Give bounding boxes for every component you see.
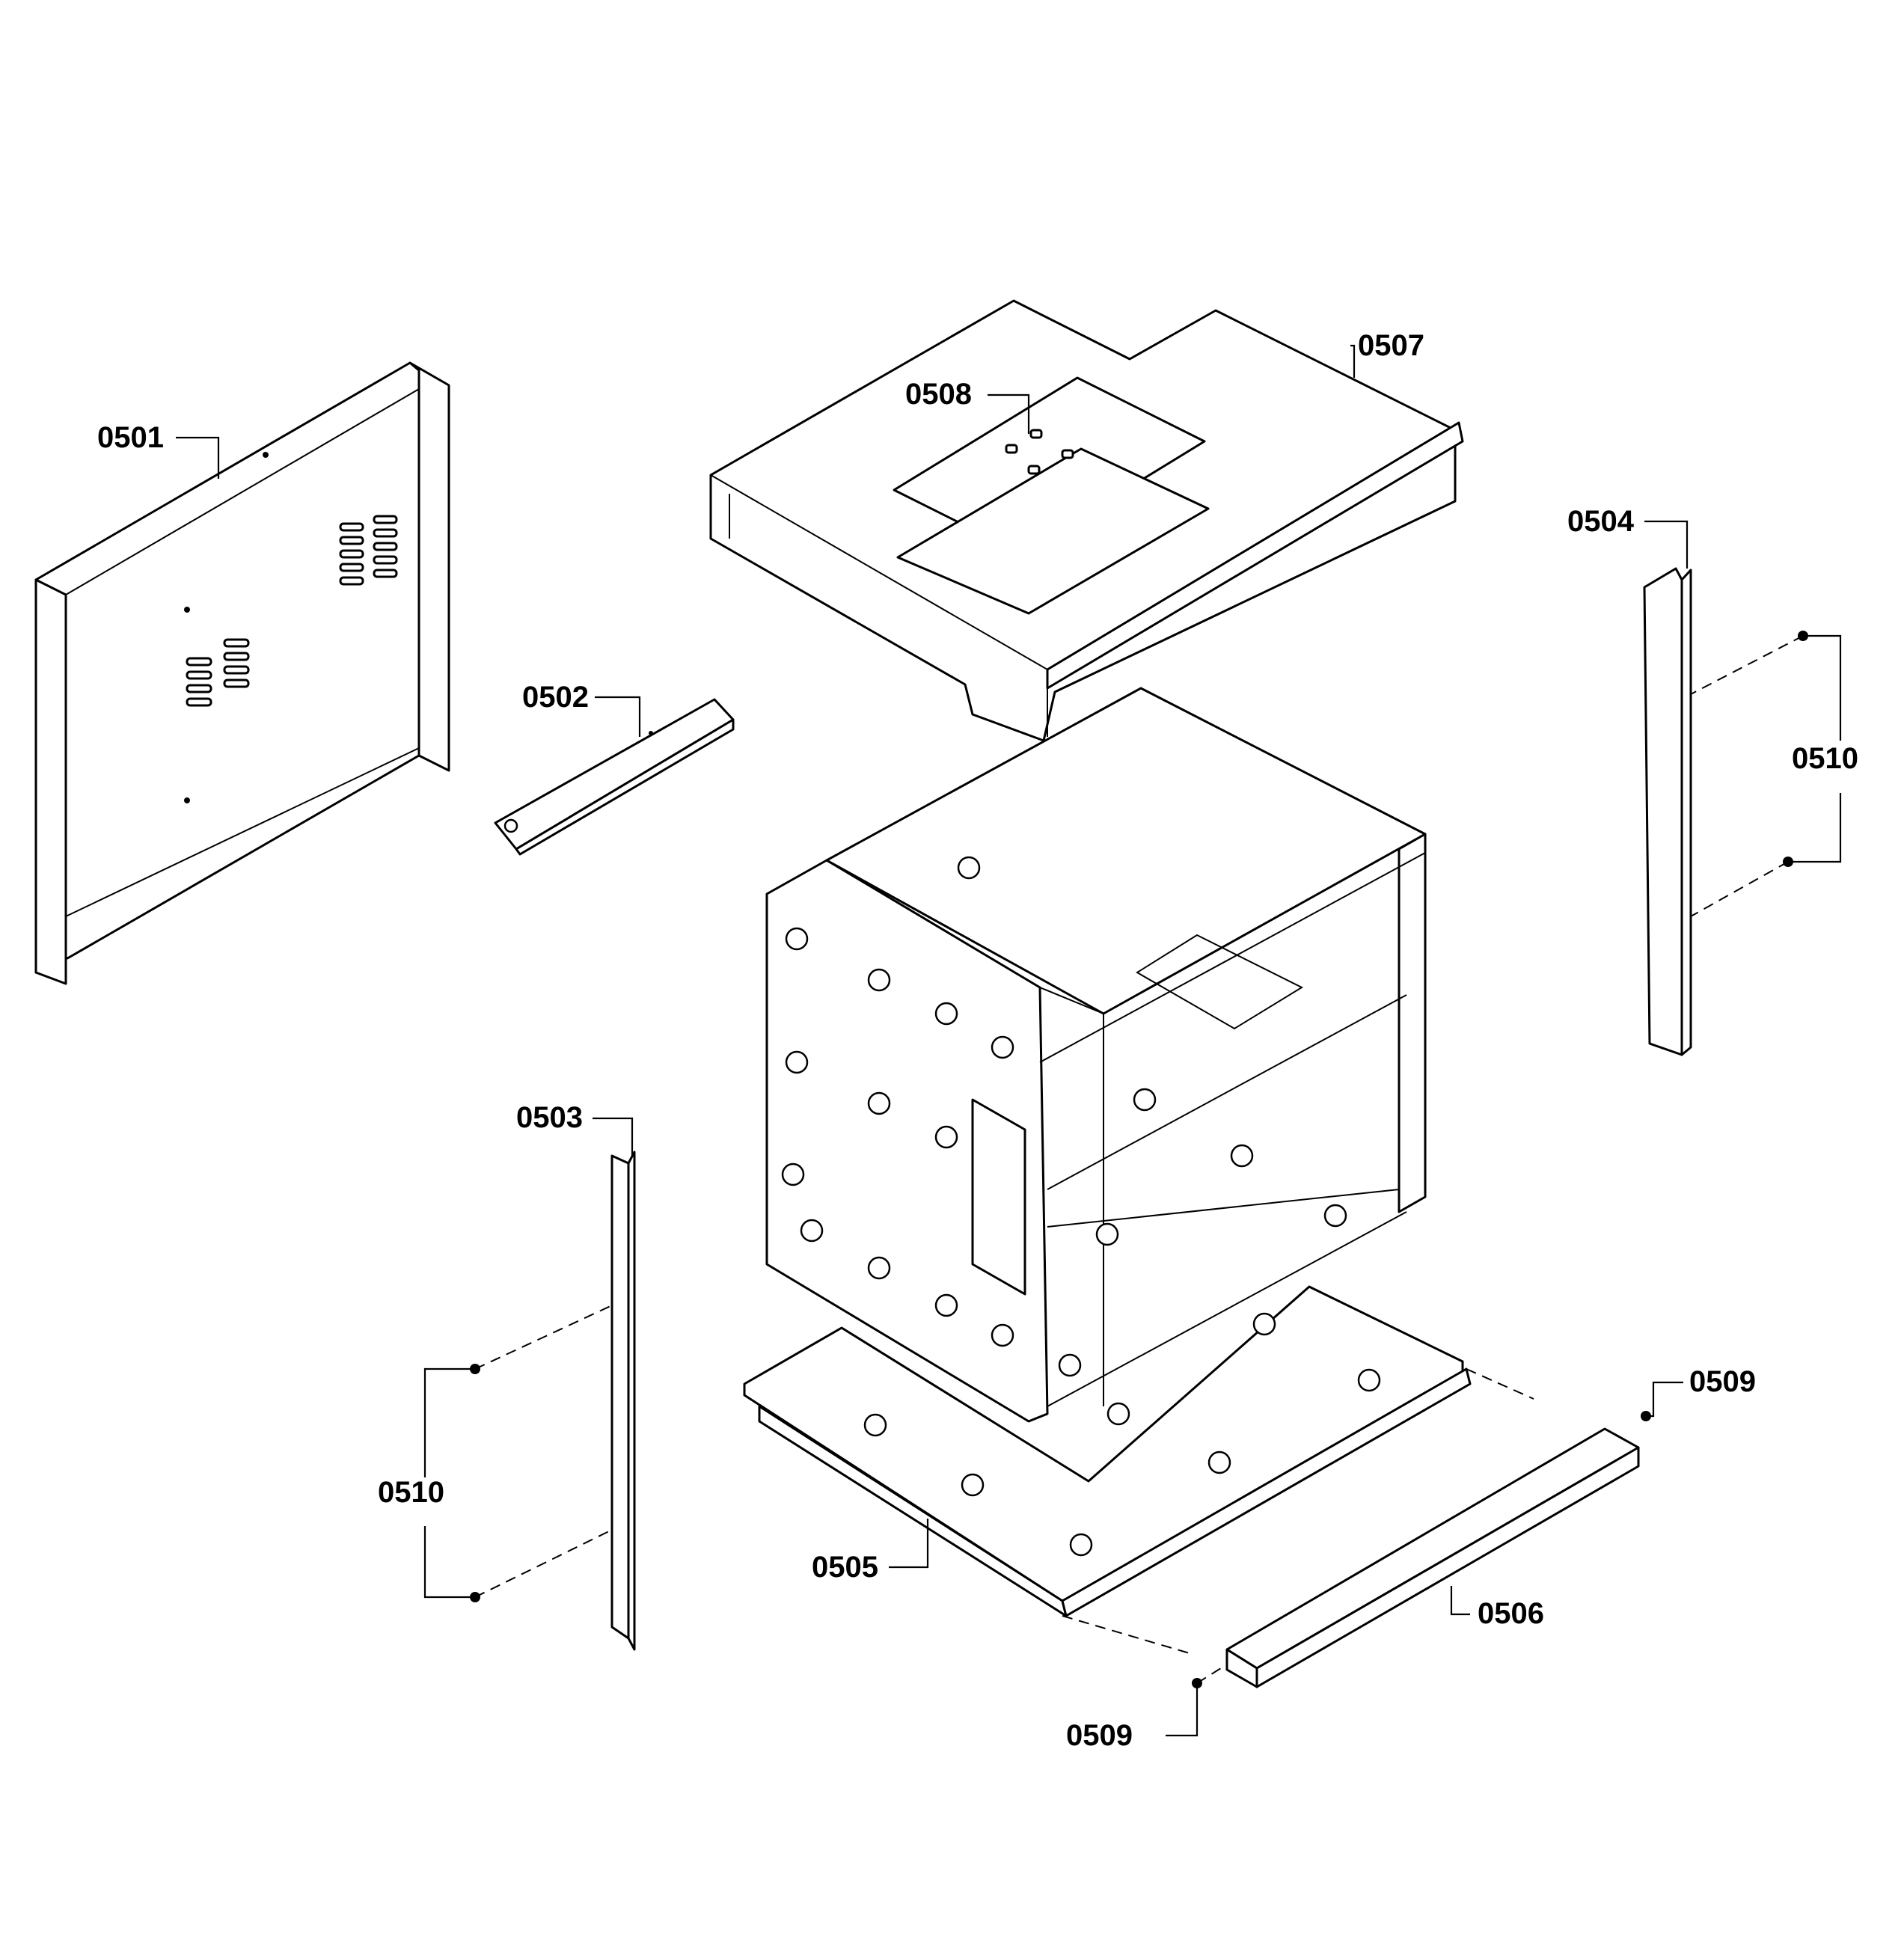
callout-0510-right: 0510 (1792, 742, 1858, 775)
callout-0508: 0508 (905, 378, 972, 411)
callout-0505: 0505 (812, 1551, 878, 1584)
part-0508-top-plate (893, 376, 1210, 615)
cavity-floor-bosses (1058, 1088, 1347, 1377)
oven-cavity-frame (765, 687, 1427, 1423)
callout-leaders (176, 344, 1842, 1737)
callout-0509-right: 0509 (1689, 1365, 1756, 1398)
callout-0502: 0502 (522, 681, 589, 714)
part-0506-front-trim (1225, 1427, 1640, 1688)
part-0503-left-strip (610, 1151, 636, 1651)
part-0502-bracket (494, 698, 735, 856)
callout-0510-left: 0510 (378, 1476, 444, 1509)
callout-0506: 0506 (1478, 1597, 1544, 1630)
part-0505-bottom-tray (743, 1285, 1472, 1617)
part-0504-right-strip (1643, 567, 1692, 1056)
cavity-side-bosses (781, 927, 1014, 1347)
callout-0509-bottom: 0509 (1066, 1719, 1133, 1752)
part-0501-rear-panel (34, 361, 450, 985)
callout-0507: 0507 (1358, 329, 1424, 362)
callout-0501: 0501 (97, 421, 164, 454)
callout-0504: 0504 (1567, 505, 1635, 538)
callout-0503: 0503 (516, 1101, 583, 1134)
callout-labels: 0501 0502 0503 0504 0505 0506 0507 0508 … (97, 329, 1858, 1752)
assembly-lines (474, 635, 1804, 1684)
